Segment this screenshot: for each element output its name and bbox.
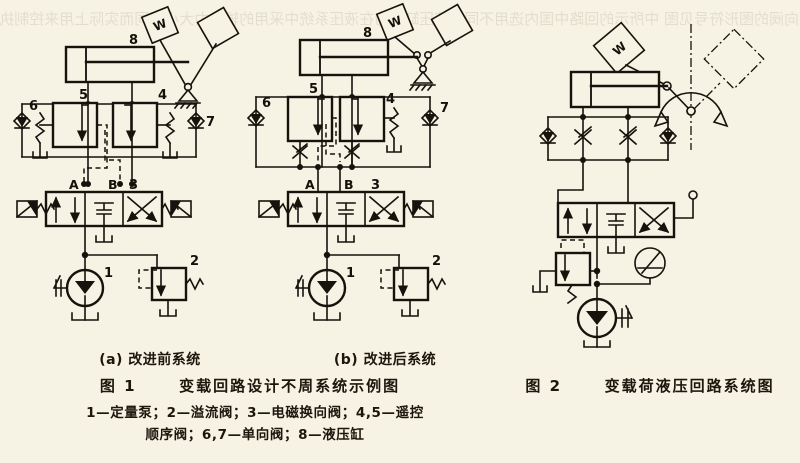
figure1-legend-line-2: 顺序阀；6,7—单向阀；8—液压缸	[145, 427, 365, 443]
figure1-legend-line-1: 1—定量泵；2—溢流阀；3—电磁换向阀；4,5—遥控	[86, 405, 424, 421]
ref-4-b: 4	[386, 92, 395, 107]
hydraulic-cylinder-f2	[569, 70, 669, 109]
figure1-caption-label: 图 1	[99, 377, 137, 395]
ref-3-a: 3	[129, 178, 138, 193]
throttle-left-f2	[573, 116, 593, 161]
port-a-label-b: A	[305, 177, 315, 192]
hydraulic-schematics: .ln{stroke:#17120c;stroke-width:1.6;fill…	[12, 2, 765, 348]
check-valve-7-b	[420, 108, 440, 128]
ref-8-a: 8	[129, 33, 138, 48]
sequence-valve-5-b	[286, 95, 334, 143]
ref-7-a: 7	[206, 115, 215, 130]
relief-valve-2-a	[138, 254, 205, 317]
ref-7-b: 7	[440, 101, 449, 116]
ref-2-b: 2	[432, 254, 441, 269]
sequence-valve-5-a	[32, 101, 99, 159]
load-label-a: W	[151, 16, 169, 34]
load-label-b: W	[386, 13, 404, 31]
figure1-caption: 图 1 变载回路设计不周系统示例图	[10, 375, 490, 396]
ref-4-a: 4	[158, 88, 167, 103]
figure2-caption-title: 变载荷液压回路系统图	[604, 377, 775, 395]
circuit-a: W 8	[12, 5, 240, 321]
port-b-label-b: B	[344, 177, 354, 192]
check-valve-6-b	[246, 108, 266, 128]
circuit-b: W 8	[246, 2, 474, 321]
check-valve-left-f2	[538, 126, 558, 146]
throttle-right-f2	[618, 116, 638, 161]
check-valve-7-a	[186, 111, 206, 131]
ref-1-b: 1	[346, 266, 355, 281]
figure2-caption: 图 2 变载荷液压回路系统图	[505, 375, 795, 396]
ref-1-a: 1	[104, 266, 113, 281]
load-linkage-b: W	[375, 2, 474, 92]
ref-6-a: 6	[29, 99, 38, 114]
hydraulic-cylinder-8-b	[298, 38, 419, 77]
subfigure-a-caption: (a) 改进前系统	[99, 352, 201, 368]
sequence-valve-4-b	[338, 95, 402, 153]
port-a-label-a: A	[69, 177, 79, 192]
ref-6-b: 6	[262, 96, 271, 111]
ref-2-a: 2	[190, 254, 199, 269]
ref-8-b: 8	[363, 26, 372, 41]
pilot-lines-b	[317, 117, 341, 162]
sequence-valve-4-a	[111, 101, 178, 159]
ref-5-a: 5	[79, 88, 88, 103]
throttle-left-b	[291, 140, 309, 168]
directional-valve-3-b	[257, 190, 435, 228]
pump-1-b	[294, 254, 347, 321]
circuit-figure2: W	[532, 21, 765, 348]
figure1-caption-title: 变载回路设计不周系统示例图	[179, 377, 401, 395]
check-valve-right-f2	[658, 126, 678, 146]
subfigure-b-caption: (b) 改进后系统	[333, 352, 437, 368]
variable-pump-f2	[576, 283, 634, 348]
ref-5-b: 5	[309, 82, 318, 97]
check-valve-6-a	[12, 111, 32, 131]
pump-1-a	[52, 254, 105, 321]
load-linkage-a: W	[140, 5, 240, 110]
hydraulic-cylinder-8-a	[64, 45, 190, 84]
directional-valve-3-a	[15, 190, 193, 228]
ref-3-b: 3	[371, 178, 380, 193]
relief-valve-f2	[532, 239, 598, 305]
port-b-label-a: B	[108, 177, 118, 192]
relief-valve-2-b	[380, 254, 447, 317]
page-sheet: 换向阀的图形符号见图 中所示的回路中国内选用不同的液压缸因为在液压系统中采用的输…	[0, 2, 800, 443]
pressure-gauge-f2	[596, 247, 666, 285]
figure2-caption-label: 图 2	[525, 377, 563, 395]
pilot-lines-a	[83, 124, 121, 184]
